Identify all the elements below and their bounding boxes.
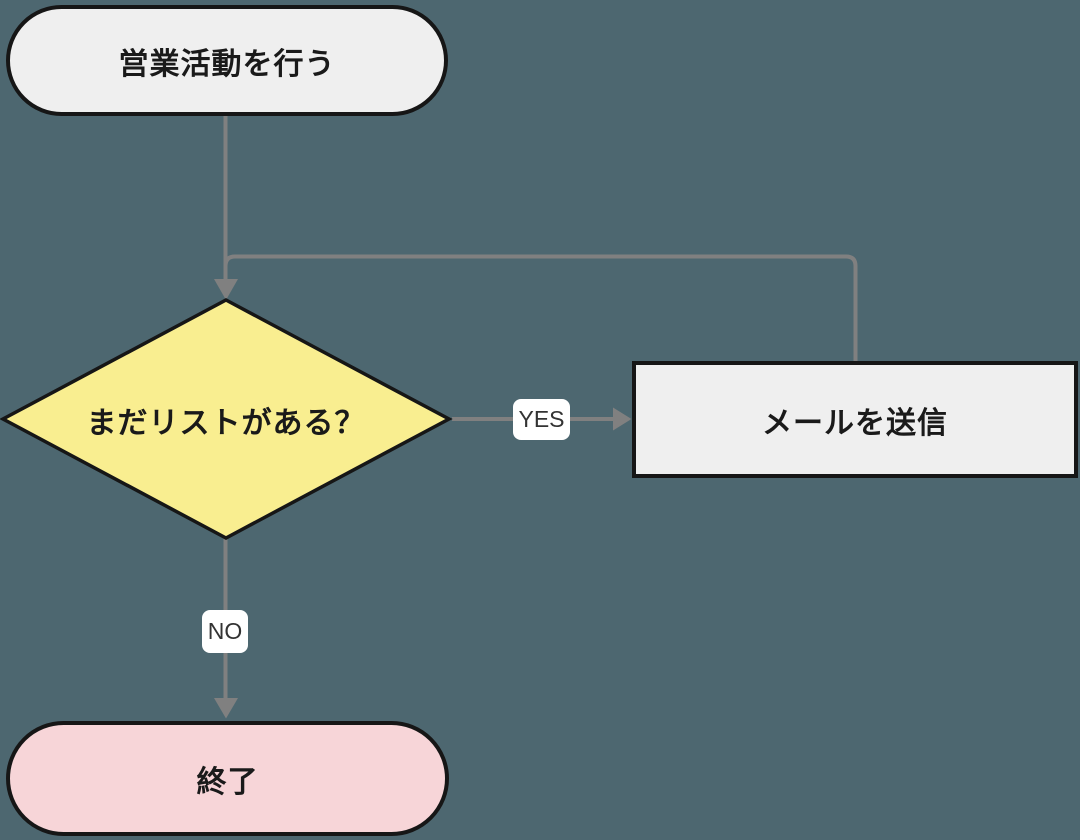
arrowhead-into-decision xyxy=(214,279,238,300)
node-end-label: 終了 xyxy=(196,765,259,799)
arrowhead-into-process xyxy=(613,407,632,431)
node-end: 終了 xyxy=(6,721,449,836)
node-decision: まだリストがある？ xyxy=(26,399,426,440)
edge-label-no-text: NO xyxy=(207,618,243,644)
edge-label-yes-text: YES xyxy=(518,406,565,432)
node-process-label: メールを送信 xyxy=(762,406,948,440)
arrowhead-into-end xyxy=(214,698,238,719)
edge-label-no: NO xyxy=(202,610,248,653)
edge-process-loop-to-decision xyxy=(223,254,858,361)
edge-label-yes: YES xyxy=(513,399,570,440)
node-start: 営業活動を行う xyxy=(6,5,448,116)
decision-shape xyxy=(0,298,453,540)
node-start-label: 営業活動を行う xyxy=(118,47,336,81)
node-process: メールを送信 xyxy=(632,361,1078,478)
node-decision-label: まだリストがある？ xyxy=(86,406,366,440)
